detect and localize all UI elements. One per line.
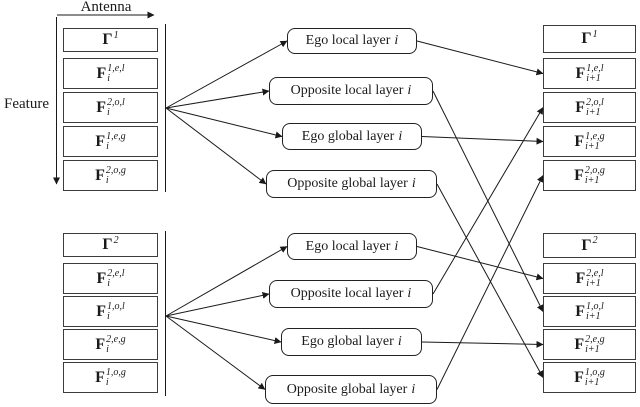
edge-layer-bottom-ego-global-to-cell-bottom-right-f2eg [421, 340, 544, 348]
edge-fan-top-to-layer-top-opposite-local [165, 88, 270, 109]
layer-index-var: i [397, 334, 402, 349]
layer-label: Opposite local layer [290, 286, 404, 301]
layer-label: Opposite local layer [290, 83, 404, 98]
edge-layer-top-ego-local-to-cell-top-right-f1el [416, 40, 544, 76]
edge-layer-top-opposite-local-to-cell-bottom-right-f1ol [432, 90, 544, 312]
layer-index-var: i [398, 128, 403, 144]
edge-fan-top-to-layer-top-opposite-global [165, 107, 267, 185]
edge-fan-bottom-to-layer-bottom-opposite-local [165, 291, 270, 317]
edge-layer-bottom-ego-local-to-cell-bottom-right-f2el [416, 246, 544, 281]
edge-layer-bottom-opposite-global-to-cell-top-right-f2og [436, 175, 544, 390]
antenna-axis-label: Antenna [80, 0, 132, 15]
layer-label: Ego local layer [305, 238, 391, 254]
layer-label: Ego local layer [305, 33, 391, 48]
layer-label: Ego global layer [301, 334, 394, 349]
edge-fan-bottom-to-layer-bottom-ego-global [165, 315, 282, 344]
feature-axis-label: Feature [4, 96, 49, 112]
layer-index-var: i [394, 238, 399, 254]
edge-fan-top-to-layer-top-ego-global [165, 107, 283, 139]
edge-layer-top-ego-global-to-cell-top-right-f1eg [421, 136, 544, 145]
layer-label: Opposite global layer [286, 381, 408, 397]
layer-label: Ego global layer [301, 128, 395, 144]
edge-layer-bottom-opposite-local-to-cell-top-right-f2ol [432, 107, 544, 295]
layer-label: Opposite global layer [287, 176, 408, 191]
edge-layer-top-opposite-global-to-cell-bottom-right-f1og [436, 183, 544, 378]
edge-fan-bottom-to-layer-bottom-ego-local [165, 246, 288, 317]
layer-index-var: i [407, 83, 412, 98]
edge-fan-bottom-to-layer-bottom-opposite-global [165, 315, 266, 390]
layer-index-var: i [407, 286, 412, 301]
layer-index-var: i [394, 33, 399, 48]
layer-index-var: i [411, 176, 416, 191]
layer-index-var: i [411, 381, 416, 397]
